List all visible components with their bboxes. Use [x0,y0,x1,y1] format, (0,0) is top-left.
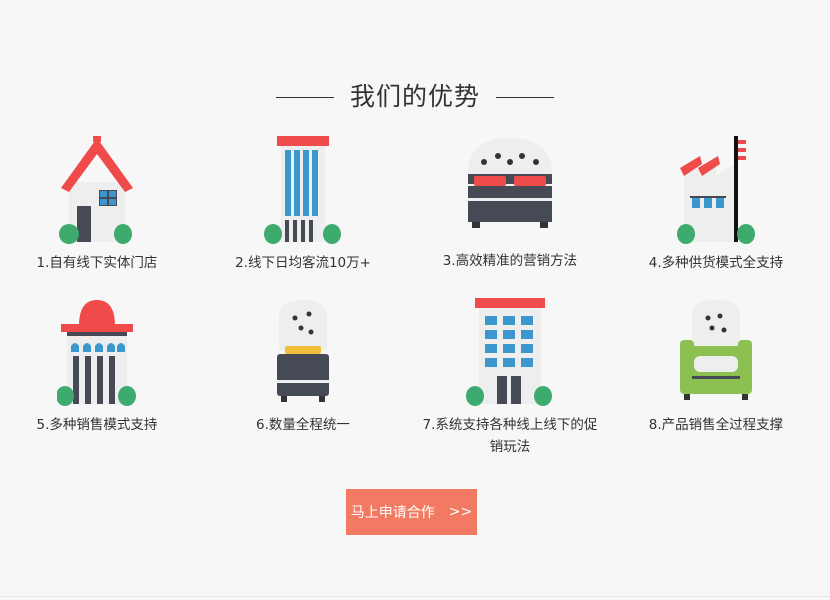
mall-icon [57,300,136,406]
advantage-item-8: 8.产品销售全过程支撑 [616,296,816,436]
advantage-item-5: 5.多种销售模式支持 [0,296,197,436]
armchair-icon [680,300,752,400]
advantage-label: 6.数量全程统一 [256,417,350,433]
advantage-item-3: 3.高效精准的营销方法 [410,132,610,272]
section-header: 我们的优势 [0,74,830,120]
house-icon [59,136,133,244]
advantage-item-6: 6.数量全程统一 [203,296,403,436]
advantage-item-2: 2.线下日均客流10万+ [203,134,403,274]
advantage-item-1: 1.自有线下实体门店 [0,134,197,274]
advantage-label: 1.自有线下实体门店 [36,255,158,271]
advantage-label: 4.多种供货模式全支持 [648,255,784,271]
cta-label: 马上申请合作 [350,505,435,521]
section-title: 我们的优势 [349,82,480,111]
bed-icon [468,138,552,228]
advantage-label: 3.高效精准的营销方法 [442,253,578,269]
double-chevron-right-icon: >> [448,504,473,520]
advantage-item-4: 4.多种供货模式全支持 [616,134,816,274]
advantage-label: 2.线下日均客流10万+ [235,255,371,271]
advantage-label: 7.系统支持各种线上线下的促销玩法 [422,417,598,455]
advantage-item-7: 7.系统支持各种线上线下的促销玩法 [410,296,610,458]
title-right-line [496,96,554,98]
factory-icon [677,136,755,244]
chair-icon [277,300,329,402]
bottom-divider [0,596,830,597]
title-left-line [275,96,334,98]
skyscraper-icon [264,136,341,244]
advantage-label: 8.产品销售全过程支撑 [648,417,784,433]
advantage-label: 5.多种销售模式支持 [36,417,158,433]
apply-cooperation-button[interactable]: 马上申请合作 >> [346,489,477,535]
office-building-icon [466,298,552,406]
